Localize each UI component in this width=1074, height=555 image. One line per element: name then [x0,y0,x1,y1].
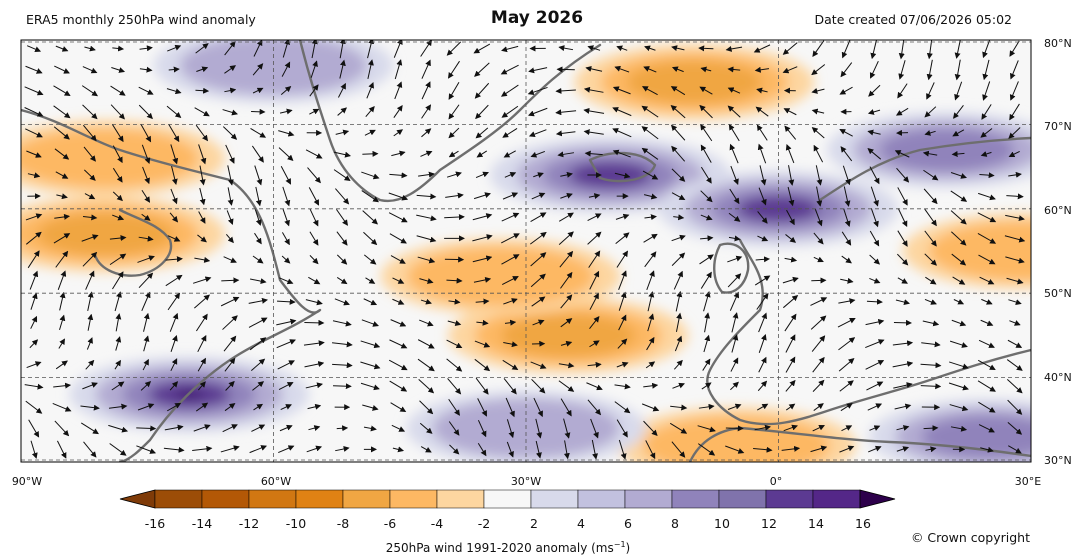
colorbar-segment [625,490,672,508]
colorbar-tick: 6 [624,516,632,531]
colorbar-segment [155,490,202,508]
positive-anomaly-blob [38,213,172,256]
lon-label: 60°W [261,475,291,488]
colorbar-extend-high [860,490,895,508]
colorbar-segment [249,490,296,508]
colorbar-segment [578,490,625,508]
colorbar-tick: 10 [714,516,730,531]
positive-anomaly-blob [501,314,635,357]
colorbar-segment [202,490,249,508]
colorbar-segment [813,490,860,508]
colorbar-extend-low [120,490,155,508]
colorbar-segment [531,490,578,508]
colorbar-tick: 14 [808,516,824,531]
colorbar-tick: -12 [239,516,259,531]
negative-anomaly-blob [880,128,1014,171]
positive-anomaly-blob [643,415,830,474]
colorbar-segment [672,490,719,508]
negative-anomaly-blob [922,415,1056,458]
positive-anomaly-blob [627,61,761,104]
lat-label: 60°N [1044,204,1072,217]
colorbar-tick: -10 [286,516,306,531]
lon-label: 90°W [12,475,42,488]
colorbar-tick: 12 [761,516,777,531]
colorbar [120,490,895,508]
colorbar-tick: 4 [577,516,585,531]
lat-label: 40°N [1044,371,1072,384]
lon-label: 30°E [1015,475,1041,488]
positive-anomaly-blob [407,247,594,306]
colorbar-segment [719,490,766,508]
lon-label: 30°W [511,475,541,488]
lat-label: 70°N [1044,120,1072,133]
colorbar-tick: -8 [337,516,349,531]
colorbar-tick: 8 [671,516,679,531]
wind-vector [337,428,347,429]
colorbar-segment [343,490,390,508]
lat-label: 80°N [1044,37,1072,50]
colorbar-tick: -2 [478,516,490,531]
colorbar-segment [766,490,813,508]
lat-label: 30°N [1044,454,1072,467]
colorbar-segment [484,490,531,508]
colorbar-tick: -4 [431,516,443,531]
wind-vector [333,386,351,387]
colorbar-tick: -6 [384,516,396,531]
colorbar-tick: 2 [530,516,538,531]
lat-label: 50°N [1044,287,1072,300]
lon-label: 0° [770,475,783,488]
copyright-notice: © Crown copyright [911,530,1030,545]
colorbar-tick: -14 [192,516,212,531]
wind-vector [362,154,377,155]
colorbar-segment [390,490,437,508]
positive-anomaly-blob [12,129,199,188]
colorbar-tick: 16 [855,516,871,531]
negative-anomaly-blob [569,162,651,188]
colorbar-label-exponent: −1 [614,540,626,549]
colorbar-segment [296,490,343,508]
negative-anomaly-blob [180,36,367,95]
colorbar-tick: -16 [145,516,165,531]
wind-vector [726,428,743,429]
colorbar-segment [437,490,484,508]
